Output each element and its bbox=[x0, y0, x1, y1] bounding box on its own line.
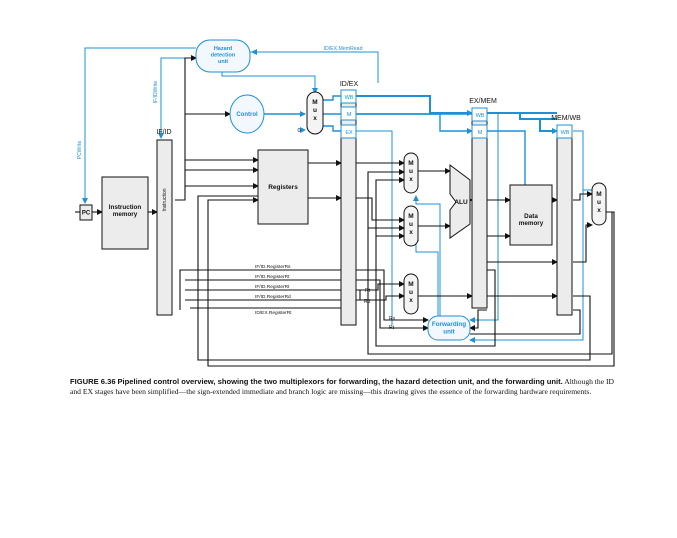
zero-label: 0 bbox=[297, 128, 300, 134]
hazard-detection-unit bbox=[195, 39, 251, 73]
forwarding-unit bbox=[427, 315, 471, 341]
instruction-label: Instruction bbox=[162, 188, 168, 211]
control-unit bbox=[229, 94, 265, 134]
control-mux bbox=[306, 91, 324, 135]
alu-block bbox=[449, 164, 471, 239]
registers-block bbox=[257, 149, 309, 225]
ex-mem-wb-field bbox=[471, 107, 488, 122]
datapath-wiring bbox=[75, 55, 615, 367]
regdst-mux bbox=[403, 273, 419, 315]
id-ex-m-text: M bbox=[347, 112, 352, 118]
if-id-write-label: IF/IDWrite bbox=[153, 81, 159, 104]
data-memory-block bbox=[509, 184, 553, 246]
id-ex-m-field bbox=[340, 106, 357, 121]
forward-a-mux bbox=[403, 152, 419, 194]
if-id-register bbox=[156, 139, 173, 316]
if-id-rt-1-label: IF/ID.RegisterRt bbox=[255, 274, 290, 280]
caption-body: Although the ID and EX stages have been … bbox=[70, 377, 614, 397]
alu-label: ALU bbox=[454, 199, 468, 206]
if-id-rd-label: IF/ID.RegisterRd bbox=[255, 294, 291, 300]
id-ex-memread-label: ID/EX.MemRead bbox=[324, 46, 363, 52]
ex-mem-wb-text: WB bbox=[476, 113, 485, 119]
ex-mem-label: EX/MEM bbox=[469, 98, 497, 105]
pc-write-label: PCWrite bbox=[77, 141, 83, 160]
if-id-label: IF/ID bbox=[156, 129, 171, 136]
if-id-rs-label: IF/ID.RegisterRs bbox=[255, 264, 291, 270]
id-ex-label: ID/EX bbox=[340, 81, 359, 88]
registers-label: Registers bbox=[268, 184, 298, 191]
pc-label: PC bbox=[82, 211, 91, 217]
id-ex-ex-text: EX bbox=[345, 130, 353, 136]
mem-wb-label: MEM/WB bbox=[551, 115, 581, 122]
ex-mem-m-field bbox=[471, 124, 488, 139]
caption-title: Pipelined control overview, showing the … bbox=[117, 377, 563, 386]
id-ex-wb-field bbox=[340, 89, 357, 104]
mem-wb-wb-text: WB bbox=[561, 130, 570, 136]
instruction-memory-block bbox=[101, 176, 149, 250]
rt-mux-label: Rt bbox=[365, 288, 371, 294]
figure-caption: FIGURE 6.36 Pipelined control overview, … bbox=[70, 377, 618, 398]
mem-wb-wb-field bbox=[556, 124, 573, 139]
caption-label: FIGURE 6.36 bbox=[70, 377, 116, 386]
id-ex-ex-field bbox=[340, 124, 357, 139]
mem-wb-register bbox=[556, 124, 573, 316]
forward-b-mux bbox=[403, 205, 419, 247]
if-id-rt-2-label: IF/ID.RegisterRt bbox=[255, 284, 290, 290]
id-ex-wb-text: WB bbox=[345, 95, 354, 101]
pc-block bbox=[79, 204, 93, 221]
ex-mem-m-text: M bbox=[478, 130, 483, 136]
writeback-mux bbox=[591, 182, 607, 226]
rs-fwd-label: Rs bbox=[389, 316, 396, 322]
id-ex-rt-label: ID/EX.RegisterRt bbox=[255, 310, 292, 316]
rd-mux-label: Rd bbox=[364, 299, 371, 305]
control-label: Control bbox=[236, 112, 258, 118]
rt-fwd-label: Rt bbox=[389, 325, 395, 331]
